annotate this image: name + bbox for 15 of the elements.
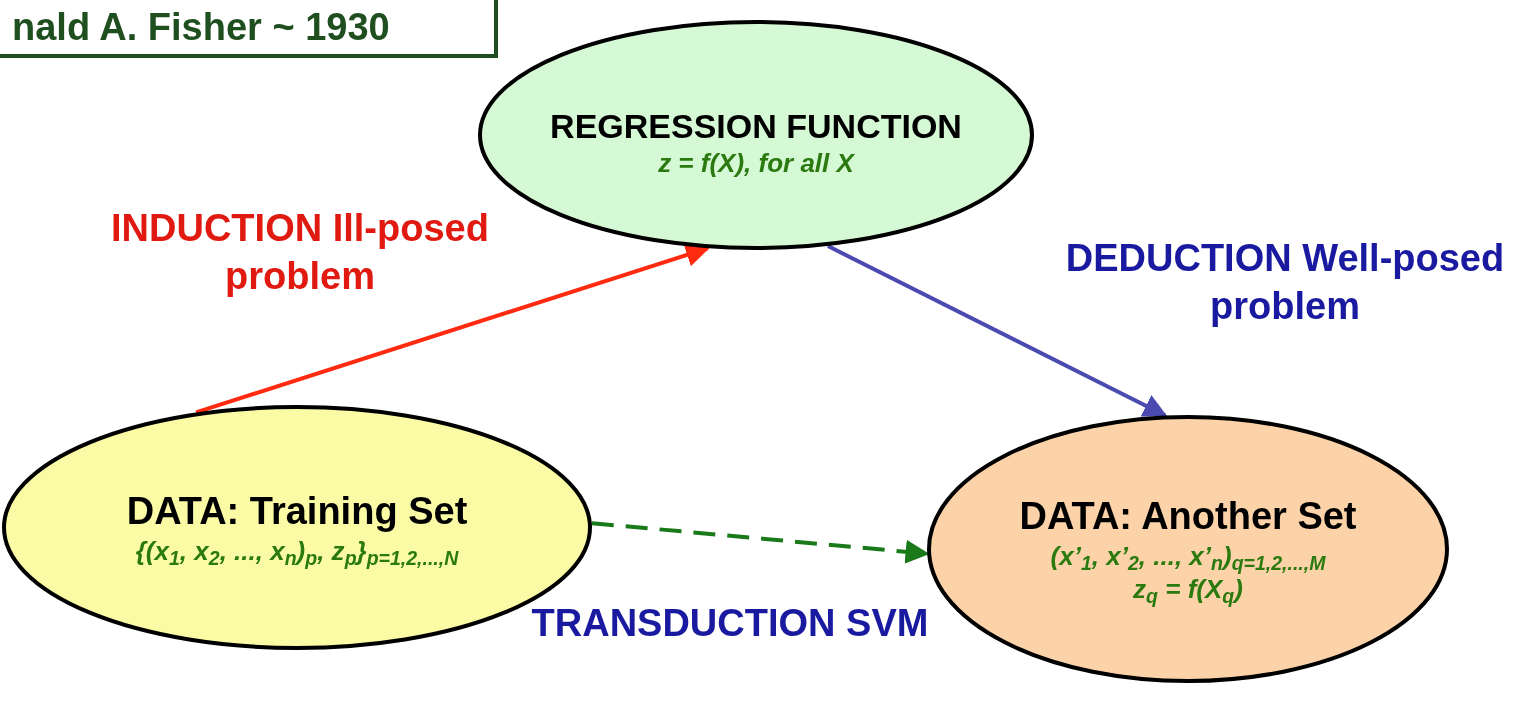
arrow: [827, 244, 1168, 418]
edge-label: TRANSDUCTION SVM: [530, 601, 930, 646]
node-title: REGRESSION FUNCTION: [550, 105, 962, 147]
formula-text: z$_{q}$ = f(X$_{q}$): [1133, 573, 1243, 606]
node-title: DATA: Training Set: [126, 488, 468, 534]
arrow: [195, 243, 710, 415]
edge-label: INDUCTION Ill-posed problem: [110, 206, 490, 299]
ellipse-node: [927, 415, 1449, 683]
formula-text: z = f(X), for all X: [658, 147, 854, 180]
edge-label: DEDUCTION Well-posed problem: [1064, 236, 1506, 329]
heading-text: nald A. Fisher ~ 1930: [12, 8, 390, 46]
formula-text: {(x$_{1}$, x$_{2}$, ..., x$_{n}$)$_{p}$, z$_{p}$}$_{p=1,2,...,N}$: [135, 535, 459, 568]
title-box: [0, 0, 498, 58]
node-title: DATA: Another Set: [1019, 493, 1357, 539]
formula-text: (x’$_{1}$, x’$_{2}$, ..., x’$_{n}$)$_{q=1,2,...,M}$: [1050, 540, 1326, 573]
